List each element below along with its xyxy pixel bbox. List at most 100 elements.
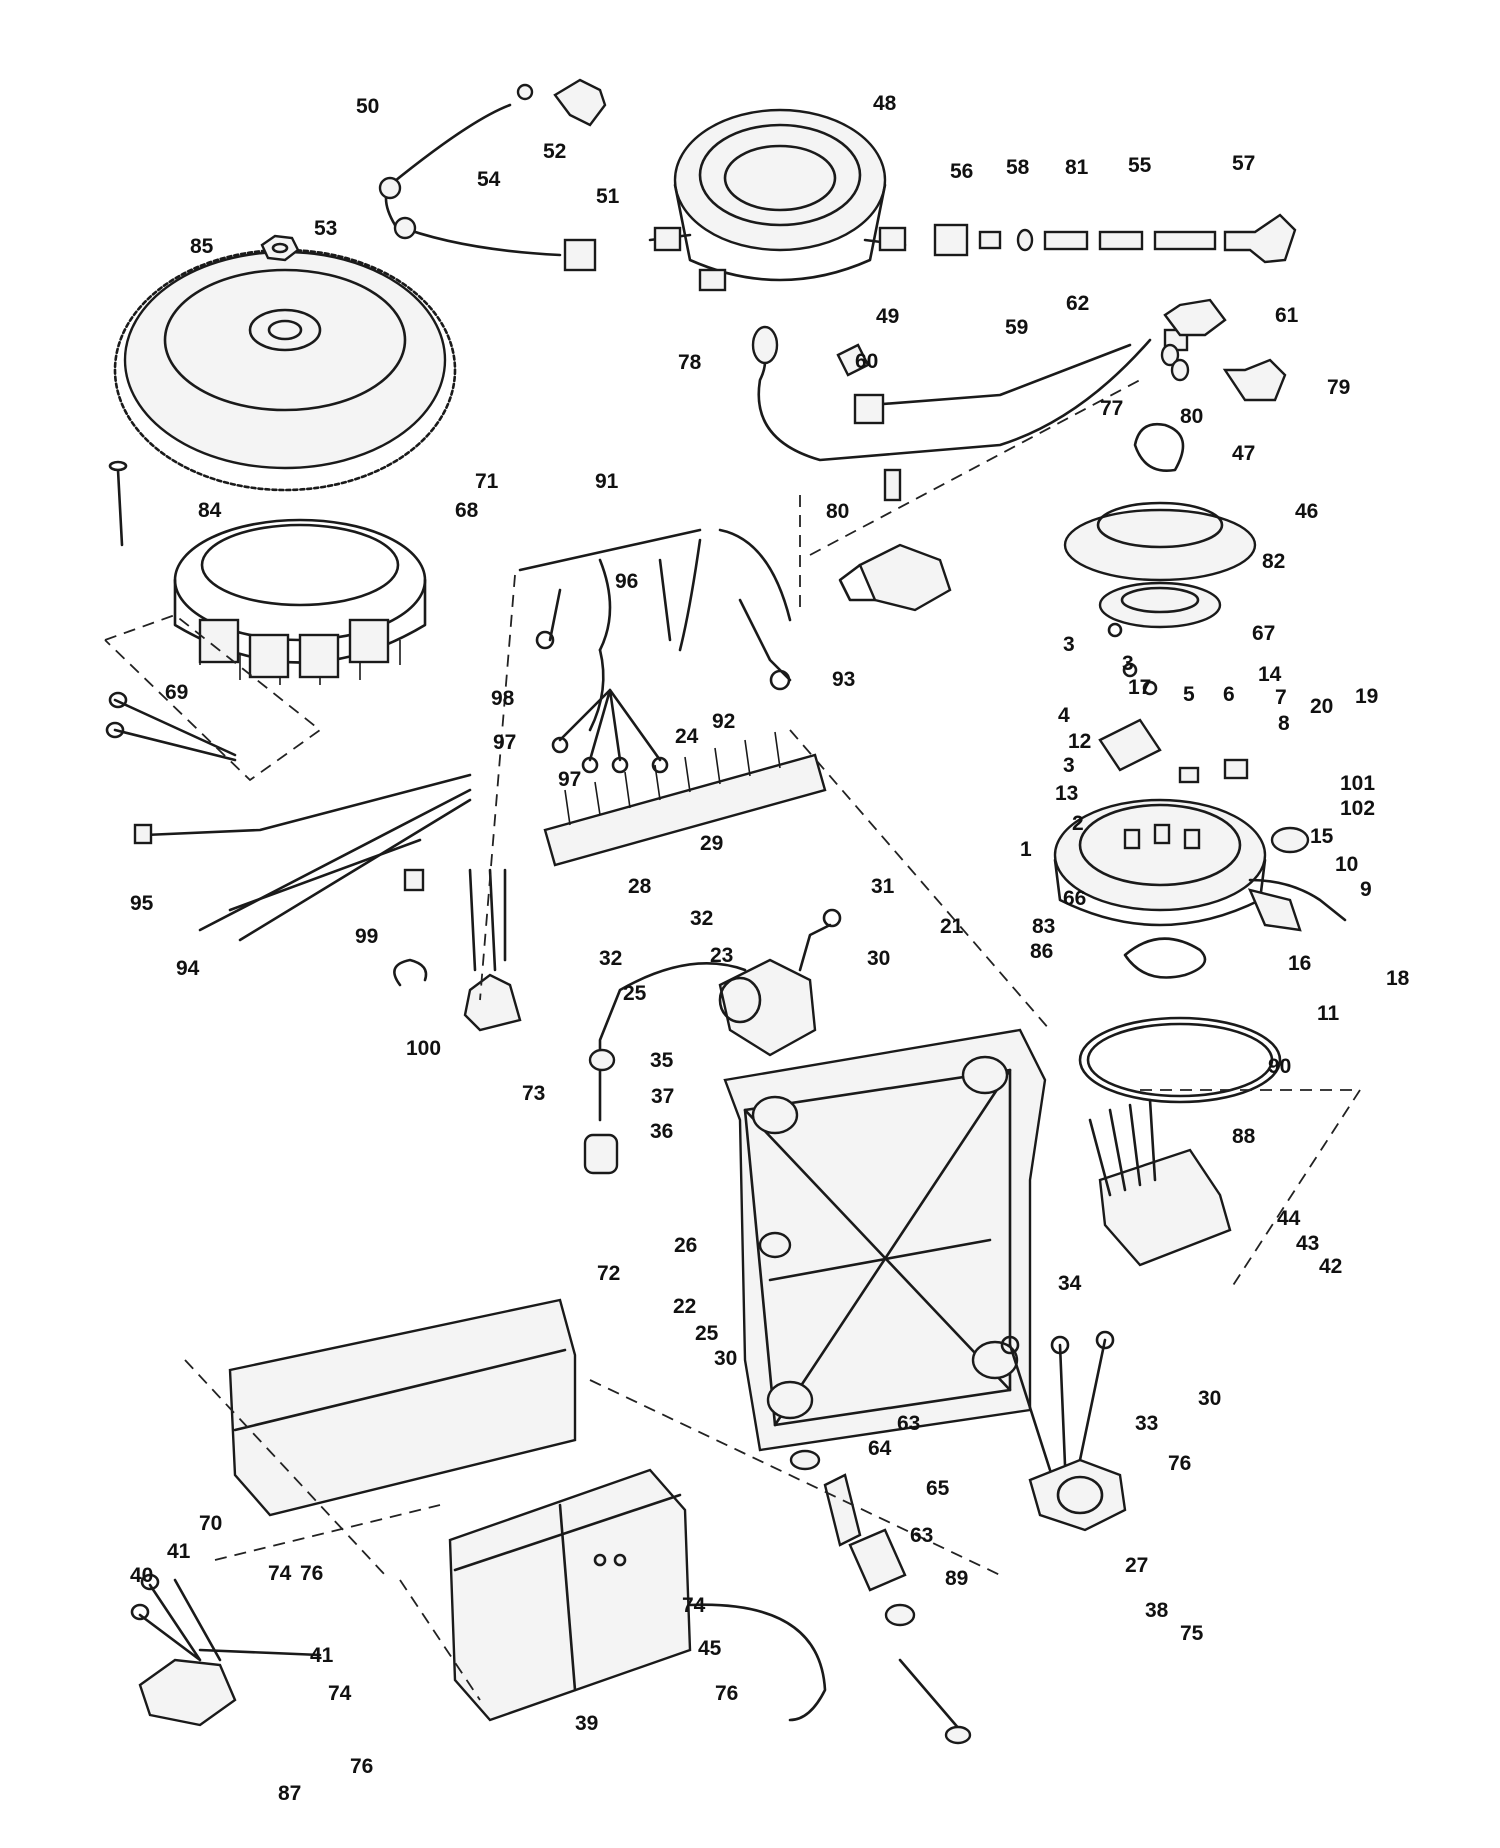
callout-73: 73 [522, 1082, 545, 1105]
callout-75: 75 [1180, 1622, 1204, 1645]
spacer-stack [789, 1449, 972, 1745]
callout-7: 7 [1275, 686, 1287, 709]
callout-63-b: 63 [910, 1524, 933, 1547]
callout-21: 21 [940, 915, 964, 938]
callout-8: 8 [1278, 712, 1290, 735]
callout-3-b: 3 [1122, 652, 1134, 675]
callout-56: 56 [950, 160, 973, 183]
coil-lead-assembly [933, 213, 1297, 264]
callout-62: 62 [1066, 292, 1089, 315]
callout-labels: 50 52 54 53 51 85 48 56 58 81 55 57 49 6… [130, 92, 1410, 1805]
stator-leads [133, 773, 472, 942]
callout-52: 52 [543, 140, 566, 163]
callout-27: 27 [1125, 1554, 1148, 1577]
callout-68: 68 [455, 499, 479, 522]
callout-30-a: 30 [867, 947, 890, 970]
callout-4: 4 [1058, 704, 1070, 727]
callout-44: 44 [1277, 1207, 1301, 1230]
callout-92: 92 [712, 710, 735, 733]
callout-94: 94 [176, 957, 200, 980]
callout-97-a: 97 [493, 731, 516, 754]
callout-54: 54 [477, 168, 501, 191]
callout-26: 26 [674, 1234, 697, 1257]
callout-28: 28 [628, 875, 652, 898]
ground-lead [105, 691, 237, 762]
callout-90: 90 [1268, 1055, 1291, 1078]
callout-71: 71 [475, 470, 499, 493]
callout-100: 100 [406, 1037, 441, 1060]
callout-2: 2 [1072, 812, 1084, 835]
callout-1: 1 [1020, 838, 1032, 861]
mounting-bracket [723, 1028, 1047, 1452]
callout-64: 64 [868, 1437, 892, 1460]
callout-74-b: 74 [682, 1594, 706, 1617]
rotor-button [836, 343, 870, 377]
callout-12: 12 [1068, 730, 1091, 753]
callout-83: 83 [1032, 915, 1055, 938]
callout-57: 57 [1232, 152, 1255, 175]
callout-93: 93 [832, 668, 855, 691]
callout-47: 47 [1232, 442, 1255, 465]
distributor-cap [648, 108, 907, 292]
callout-98: 98 [491, 687, 515, 710]
callout-77: 77 [1100, 397, 1123, 420]
callout-63-a: 63 [897, 1412, 920, 1435]
callout-37: 37 [651, 1085, 674, 1108]
callout-40: 40 [130, 1564, 153, 1587]
assembly-guide-lines [104, 379, 1362, 1701]
wire-ring-and-clamp-ring [1078, 937, 1282, 1104]
callout-22: 22 [673, 1295, 696, 1318]
callout-78: 78 [678, 351, 702, 374]
callout-10: 10 [1335, 853, 1358, 876]
timer-base [1053, 622, 1347, 932]
callout-30-c: 30 [1198, 1387, 1221, 1410]
sensor-assembly [463, 868, 522, 1032]
callout-49: 49 [876, 305, 899, 328]
callout-72: 72 [597, 1262, 620, 1285]
callout-86: 86 [1030, 940, 1053, 963]
callout-5: 5 [1183, 683, 1195, 706]
callout-66: 66 [1063, 887, 1086, 910]
callout-19: 19 [1355, 685, 1378, 708]
callout-69: 69 [165, 681, 188, 704]
callout-34: 34 [1058, 1272, 1082, 1295]
callout-46: 46 [1295, 500, 1318, 523]
terminal-block [543, 731, 827, 867]
callout-96: 96 [615, 570, 638, 593]
nut [260, 234, 300, 262]
callout-48: 48 [873, 92, 897, 115]
callout-102: 102 [1340, 797, 1375, 820]
callout-16: 16 [1288, 952, 1311, 975]
callout-29: 29 [700, 832, 723, 855]
callout-18: 18 [1386, 967, 1410, 990]
callout-81: 81 [1065, 156, 1089, 179]
power-pack-cover [228, 1298, 577, 1517]
callout-9: 9 [1360, 878, 1372, 901]
flywheel [113, 248, 457, 492]
callout-15: 15 [1310, 825, 1334, 848]
wiring-harness [518, 528, 792, 774]
callout-50: 50 [356, 95, 379, 118]
callout-6: 6 [1223, 683, 1235, 706]
callout-38: 38 [1145, 1599, 1169, 1622]
callout-51: 51 [596, 185, 620, 208]
callout-80-right: 80 [1180, 405, 1203, 428]
callout-80-mid: 80 [826, 500, 849, 523]
long-screw [108, 460, 128, 547]
callout-42: 42 [1319, 1255, 1342, 1278]
timer-sensor [1000, 1330, 1127, 1532]
callout-79: 79 [1327, 376, 1350, 399]
callout-70: 70 [199, 1512, 222, 1535]
callout-14: 14 [1258, 663, 1282, 686]
callout-88: 88 [1232, 1125, 1256, 1148]
callout-24: 24 [675, 725, 699, 748]
stator [173, 518, 427, 685]
callout-95: 95 [130, 892, 154, 915]
spark-plug-leads-lower [751, 298, 1287, 502]
rectifier-pack [1088, 1098, 1232, 1267]
callout-3-c: 3 [1063, 754, 1075, 777]
callout-13: 13 [1055, 782, 1078, 805]
callout-41-b: 41 [310, 1644, 334, 1667]
callout-65: 65 [926, 1477, 950, 1500]
